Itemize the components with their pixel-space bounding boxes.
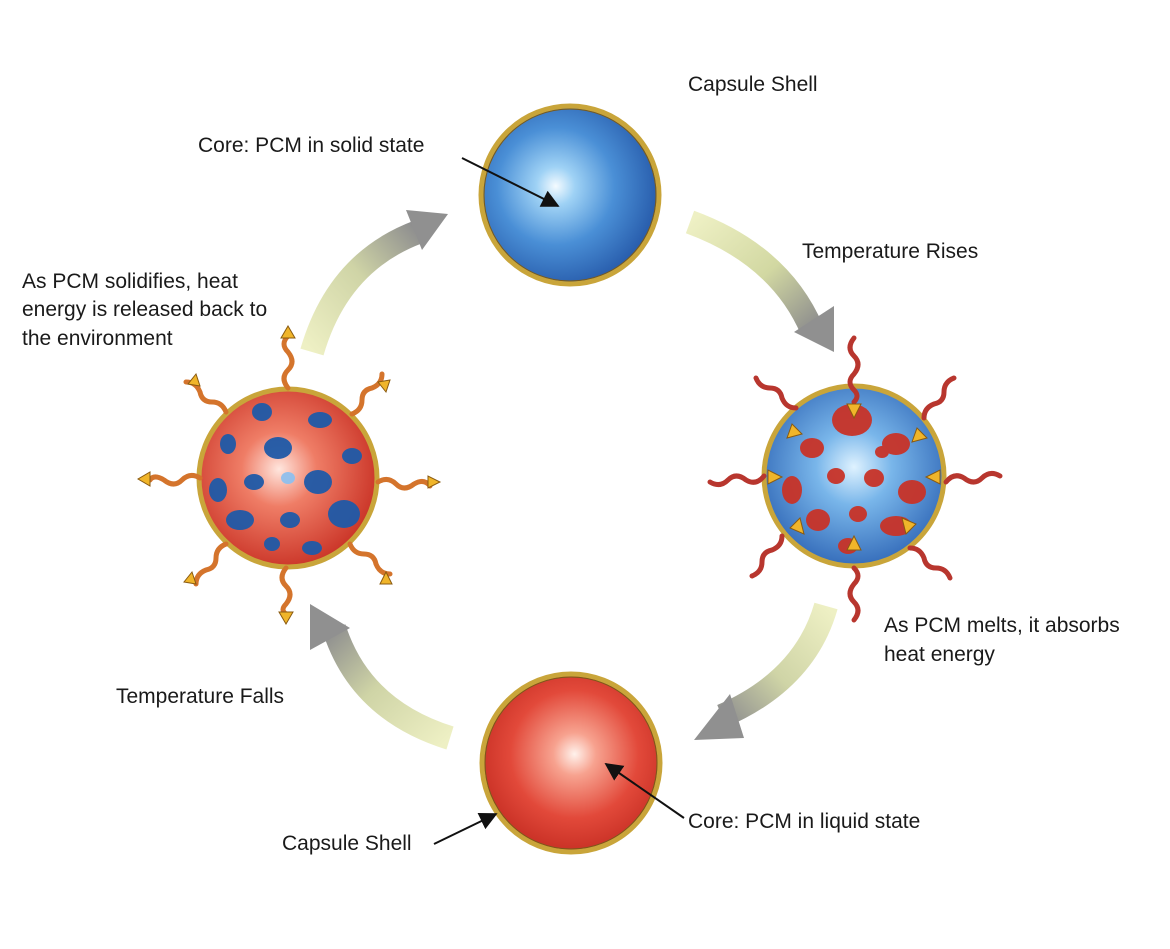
temperature-falls-label: Temperature Falls xyxy=(116,685,285,708)
bottom-core-label: Core: PCM in liquid state xyxy=(688,810,921,833)
solidify-label-line-2: energy is released back to xyxy=(22,298,268,321)
capsule-liquid-pcm xyxy=(479,671,663,855)
cycle-arrow-icon-temperature-rises xyxy=(685,210,834,352)
cycle-arrow-icon-temperature-falls xyxy=(310,604,454,750)
leader-line-bottom-shell xyxy=(433,812,498,845)
leader-line-top-core xyxy=(461,157,560,207)
heat-inflow-arrow-icon xyxy=(767,403,941,551)
capsule-solidifying-pcm xyxy=(137,325,442,625)
cycle-arrow-icon-top-left xyxy=(300,210,448,356)
solidify-label-line-1: As PCM solidifies, heat xyxy=(22,270,238,293)
leader-line-bottom-core xyxy=(604,762,685,819)
top-capsule-shell-label: Capsule Shell xyxy=(688,73,818,96)
heat-outflow-arrow-icon xyxy=(137,325,442,625)
cycle-arrow-icon-bottom-right xyxy=(694,602,838,740)
capsule-melting-pcm xyxy=(707,335,1003,623)
top-core-label: Core: PCM in solid state xyxy=(198,134,425,157)
melt-label-line-1: As PCM melts, it absorbs xyxy=(884,614,1120,637)
solidify-label-line-3: the environment xyxy=(22,327,173,350)
capsule-solid-pcm xyxy=(478,103,662,287)
bottom-capsule-shell-label: Capsule Shell xyxy=(282,832,412,855)
melt-label-line-2: heat energy xyxy=(884,643,995,666)
temperature-rises-label: Temperature Rises xyxy=(802,240,979,263)
